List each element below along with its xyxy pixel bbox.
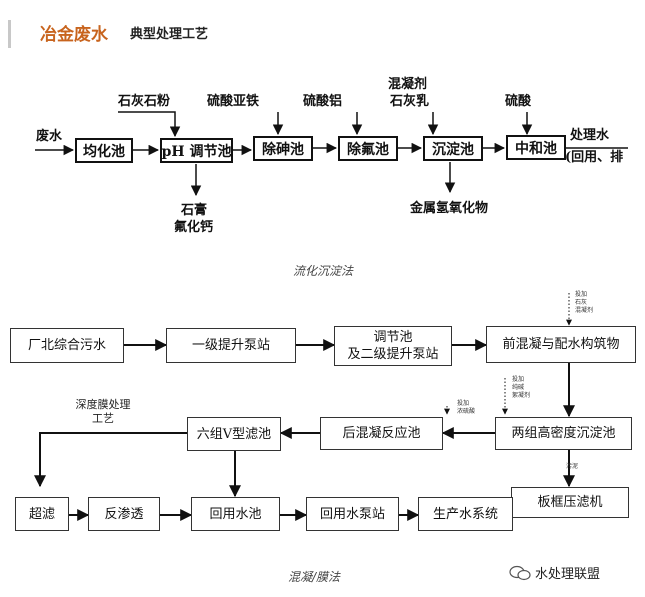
regulating-pool-box: 调节池 及二级提升泵站 (334, 326, 452, 366)
v-filter-box: 六组V型滤池 (187, 417, 281, 451)
wechat-icon (509, 565, 531, 580)
byproduct-gypsum: 石膏 (181, 203, 208, 218)
neutralization-tank: 中和池 (506, 135, 566, 160)
high-density-settling-box: 两组高密度沉淀池 (495, 417, 632, 450)
source-wastewater-box: 厂北综合污水 (10, 328, 124, 363)
filter-press-box: 板框压滤机 (511, 487, 629, 518)
ultrafiltration-box: 超滤 (15, 497, 69, 531)
reagent-limestone-powder: 石灰石粉 (118, 94, 171, 109)
output-reuse-discharge: (回用、排 (565, 150, 624, 165)
pre-coagulation-box: 前混凝与配水构筑物 (486, 326, 636, 363)
header-title: 冶金废水 (40, 25, 108, 45)
header-subtitle: 典型处理工艺 (130, 27, 209, 42)
top-diagram-caption: 流化沉淀法 (293, 264, 354, 278)
arsenic-removal-tank: 除砷池 (253, 136, 313, 161)
reverse-osmosis-box: 反渗透 (88, 497, 160, 531)
ph-adjust-tank: pH 调节池 (160, 138, 233, 163)
post-coagulation-box: 后混凝反应池 (320, 417, 443, 450)
equalization-tank: 均化池 (75, 138, 133, 163)
primary-pump-station-box: 一级提升泵站 (166, 328, 296, 363)
reuse-pump-station-box: 回用水泵站 (306, 497, 399, 531)
settling-tank: 沉淀池 (423, 136, 483, 161)
reagent-coagulant: 混凝剂 (388, 77, 428, 92)
fluoride-removal-tank: 除氟池 (338, 136, 398, 161)
reagent-lime-milk: 石灰乳 (390, 94, 430, 109)
watermark: 水处理联盟 (509, 563, 600, 582)
dosing-label-1: 投加 石灰 混凝剂 (575, 291, 594, 314)
dosing-label-3: 投加 浓硫酸 (457, 400, 476, 415)
reagent-aluminum-sulfate: 硫酸铝 (303, 94, 343, 109)
header-accent-bar (8, 20, 11, 48)
output-treated-water: 处理水 (570, 128, 610, 143)
reagent-sulfuric-acid: 硫酸 (505, 94, 532, 109)
reuse-water-pool-box: 回用水池 (191, 497, 280, 531)
bottom-diagram-caption: 混凝/膜法 (288, 570, 341, 584)
watermark-text: 水处理联盟 (535, 567, 601, 582)
deep-membrane-label: 深度膜处理 工艺 (75, 398, 131, 425)
dosing-label-2: 投加 纯碱 絮凝剂 (512, 376, 531, 399)
sludge-label: 污泥 (566, 463, 579, 470)
byproduct-calcium-fluoride: 氟化钙 (174, 220, 214, 235)
reagent-ferrous-sulfate: 硫酸亚铁 (207, 94, 260, 109)
input-wastewater-label: 废水 (36, 129, 63, 144)
production-water-system-box: 生产水系统 (418, 497, 513, 531)
byproduct-metal-hydroxides: 金属氢氧化物 (410, 201, 489, 216)
